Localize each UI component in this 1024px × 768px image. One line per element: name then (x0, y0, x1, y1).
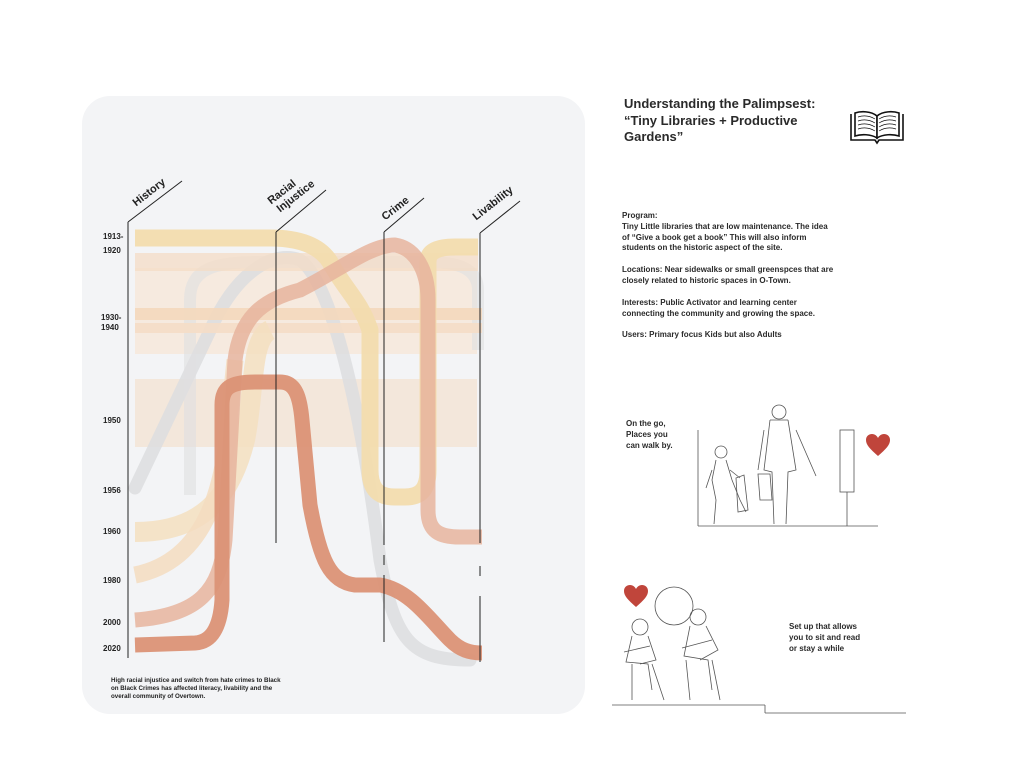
program-text: Program:Tiny Little libraries that are l… (622, 211, 828, 253)
note-walk: On the go, Places you can walk by. (626, 419, 673, 450)
year-label: 1930- (101, 313, 122, 322)
axis-livability (479, 200, 521, 662)
open-book-icon (850, 110, 904, 145)
heart-icon (866, 434, 890, 456)
interests-text: Interests: Public Activator and learning… (622, 297, 815, 318)
flow-salmon-2020 (134, 374, 483, 661)
walking-people-illustration (697, 404, 878, 527)
year-label: 1940 (101, 323, 119, 332)
note-sit: Set up that allows you to sit and read o… (789, 622, 861, 653)
axis-crime (383, 197, 425, 642)
year-label: 1950 (103, 416, 121, 425)
flow-pale-1960 (134, 321, 276, 542)
year-label: 1913- (103, 232, 124, 241)
year-label: 2020 (103, 644, 121, 653)
diagram-caption: High racial injustice and switch from ha… (111, 677, 281, 700)
sitting-people-illustration (612, 586, 906, 714)
year-label: 1956 (103, 486, 121, 495)
info-text: Program:Tiny Little libraries that are l… (622, 211, 834, 352)
year-label: 2000 (103, 618, 121, 627)
axis-racial-injustice (275, 189, 327, 543)
axis-history (127, 180, 183, 658)
year-label: 1980 (103, 576, 121, 585)
page-title: Understanding the Palimpsest: “Tiny Libr… (624, 96, 816, 144)
year-label: 1920 (103, 246, 121, 255)
year-label: 1960 (103, 527, 121, 536)
flow-yellow-history (135, 229, 478, 506)
users-text: Users: Primary focus Kids but also Adult… (622, 330, 782, 340)
locations-text: Locations: Near sidewalks or small green… (622, 265, 834, 285)
heart-icon (624, 585, 648, 607)
